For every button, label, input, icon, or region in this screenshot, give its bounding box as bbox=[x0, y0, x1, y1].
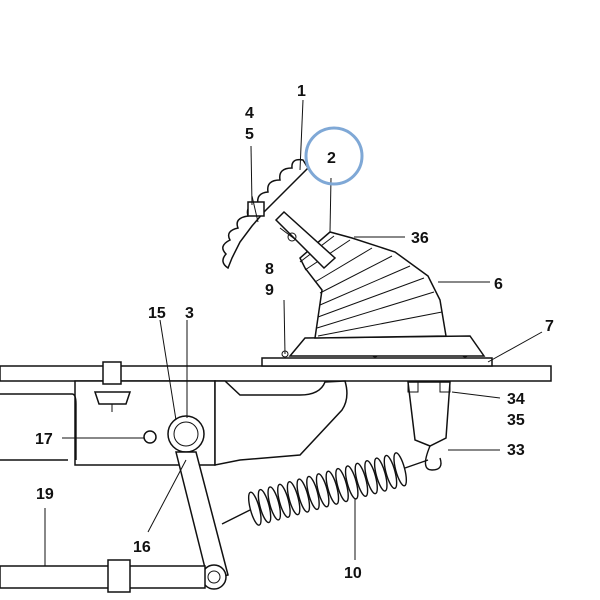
spring-coil bbox=[257, 488, 272, 524]
pivot-shaft-inner bbox=[173, 421, 199, 447]
spring-coil bbox=[383, 454, 398, 490]
lever-stem bbox=[274, 210, 337, 270]
linkage-arm bbox=[175, 451, 229, 581]
pivot-shaft bbox=[167, 415, 205, 453]
support-bracket bbox=[214, 380, 348, 466]
left-rail bbox=[0, 393, 77, 460]
leader-lines bbox=[44, 99, 543, 566]
pivot-bolts bbox=[407, 381, 451, 393]
spring-coil bbox=[354, 462, 369, 497]
callout-7: 7 bbox=[545, 318, 554, 335]
spring-coil bbox=[277, 483, 291, 518]
callout-19: 19 bbox=[36, 486, 54, 503]
spring-coil bbox=[306, 475, 320, 511]
spring-coil bbox=[267, 486, 282, 521]
base-plate bbox=[261, 357, 493, 367]
callout-2: 2 bbox=[327, 150, 336, 167]
callout-36: 36 bbox=[411, 230, 429, 247]
deck-plate bbox=[0, 365, 552, 382]
highlight-ring bbox=[304, 126, 364, 186]
spring-coil bbox=[373, 457, 388, 492]
callout-34: 34 bbox=[507, 391, 525, 408]
lever-nut bbox=[287, 232, 297, 242]
bellows-boot bbox=[299, 231, 447, 339]
arm-eye-hole bbox=[207, 570, 221, 584]
callout-17: 17 bbox=[35, 431, 53, 448]
callout-10: 10 bbox=[344, 565, 362, 582]
callout-4: 4 bbox=[245, 105, 254, 122]
lever-bolt bbox=[279, 227, 297, 241]
spring-end-left bbox=[221, 509, 251, 525]
callout-33: 33 bbox=[507, 442, 525, 459]
spring-coil bbox=[344, 465, 359, 500]
callout-6: 6 bbox=[494, 276, 503, 293]
shift-rod bbox=[0, 565, 206, 589]
callout-16: 16 bbox=[133, 539, 151, 556]
spring-end-right bbox=[404, 459, 429, 469]
lever-clamp bbox=[247, 195, 265, 223]
callout-35: 35 bbox=[507, 412, 525, 429]
housing-bolt bbox=[93, 361, 132, 412]
callout-9: 9 bbox=[265, 282, 274, 299]
lever-handle bbox=[222, 158, 309, 270]
spring-coil bbox=[296, 478, 311, 513]
spring-coil bbox=[393, 452, 408, 487]
spring-coil bbox=[247, 491, 262, 526]
spring-coil bbox=[325, 470, 340, 505]
spring-hook bbox=[424, 445, 442, 471]
callout-1: 1 bbox=[297, 83, 306, 100]
return-spring bbox=[247, 452, 408, 526]
spring-coil bbox=[335, 467, 349, 503]
spring-coil bbox=[364, 460, 378, 495]
spring-coil bbox=[315, 473, 330, 508]
boot-flange bbox=[288, 335, 486, 357]
callout-15: 15 bbox=[148, 305, 166, 322]
callout-3: 3 bbox=[185, 305, 194, 322]
spring-coil bbox=[286, 481, 301, 516]
grease-fitting bbox=[143, 430, 157, 444]
rod-coupling bbox=[107, 559, 131, 593]
callout-8: 8 bbox=[265, 261, 274, 278]
callout-5: 5 bbox=[245, 126, 254, 143]
